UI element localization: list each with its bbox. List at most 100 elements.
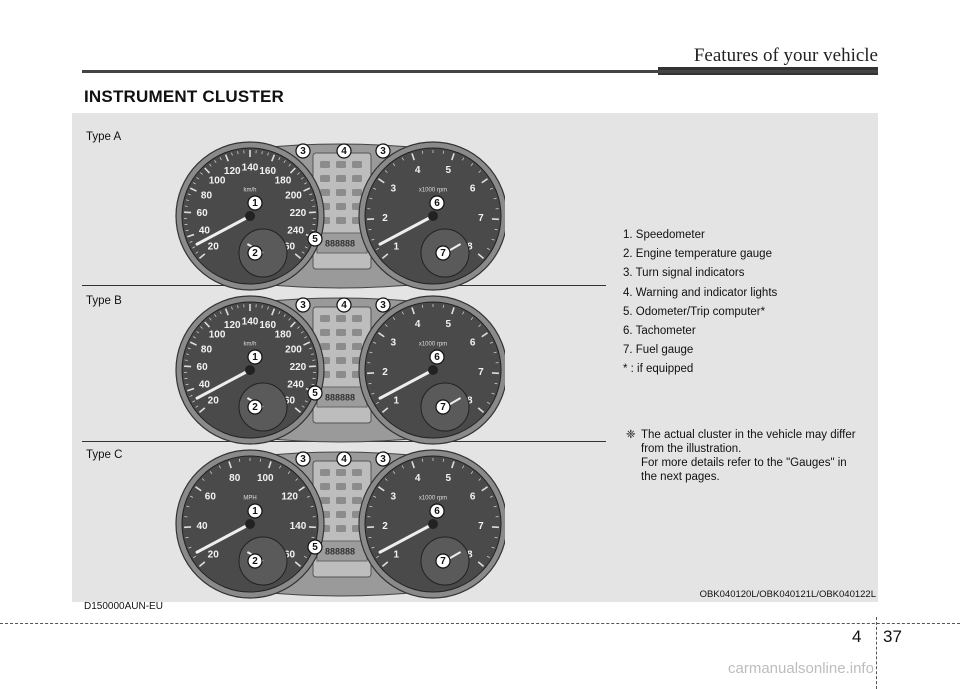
speedometer-tick-label: 80 bbox=[229, 473, 241, 484]
speedometer-tick bbox=[271, 308, 276, 316]
speedometer-tick bbox=[300, 331, 304, 334]
speedometer-tick-label: 100 bbox=[209, 176, 226, 187]
tachometer-tick bbox=[378, 332, 385, 338]
callout-odometer-number: 5 bbox=[312, 234, 318, 245]
tachometer-tick bbox=[381, 253, 389, 260]
callout-temp-number: 2 bbox=[252, 402, 258, 413]
speedometer-tick bbox=[271, 154, 276, 162]
callout-tachometer-number: 6 bbox=[434, 198, 440, 209]
callout-fuel-badge bbox=[435, 553, 451, 569]
warning-light-icon bbox=[320, 497, 330, 504]
callout-warning-badge bbox=[336, 451, 352, 467]
tachometer-tick bbox=[401, 157, 404, 161]
speedometer-tick bbox=[224, 308, 229, 316]
tachometer-unit: x1000 rpm bbox=[419, 496, 447, 502]
speedometer-tick-label: 40 bbox=[199, 380, 211, 391]
tachometer-tick bbox=[411, 461, 415, 469]
tachometer-tick bbox=[486, 247, 490, 251]
tachometer-unit: x1000 rpm bbox=[419, 342, 447, 348]
legend-list: 1. Speedometer 2. Engine temperature gau… bbox=[623, 226, 777, 380]
legend-item: 2. Engine temperature gauge bbox=[623, 248, 772, 261]
callout-warning-badge bbox=[336, 297, 352, 313]
speedometer-tick bbox=[195, 251, 199, 254]
speedometer-tick bbox=[297, 172, 300, 175]
tachometer-tick bbox=[368, 382, 372, 385]
speedometer-tick bbox=[187, 233, 195, 238]
speedometer-tick bbox=[187, 193, 191, 196]
tachometer-tick-label: 1 bbox=[393, 241, 399, 252]
speedometer-tick bbox=[287, 471, 291, 474]
callout-turn-left-number: 3 bbox=[300, 454, 306, 465]
callout-turn-right-number: 3 bbox=[380, 454, 386, 465]
speedometer-tick bbox=[237, 151, 239, 155]
speedometer-tick bbox=[261, 305, 263, 309]
speedometer-tick bbox=[219, 311, 222, 315]
tachometer-tick-label: 7 bbox=[478, 213, 484, 224]
warning-light-icon bbox=[336, 175, 346, 182]
tachometer-tick-label: 2 bbox=[382, 367, 388, 378]
watermark: carmanualsonline.info bbox=[728, 660, 874, 677]
callout-turn-left-badge bbox=[295, 297, 311, 313]
tachometer-tick bbox=[369, 197, 373, 200]
warning-light-icon bbox=[352, 189, 362, 196]
note-block: ❈ The actual cluster in the vehicle may … bbox=[626, 428, 881, 484]
warning-light-icon bbox=[336, 497, 346, 504]
speedometer-tick bbox=[214, 314, 217, 318]
tachometer-tick bbox=[477, 253, 485, 260]
speedometer-tick bbox=[295, 478, 299, 481]
speedometer-tick-label: 140 bbox=[290, 521, 307, 532]
tachometer-tick bbox=[481, 486, 488, 492]
tachometer-tick bbox=[477, 407, 485, 414]
speedometer-tick bbox=[185, 536, 189, 539]
speedometer-tick bbox=[209, 317, 212, 321]
tachometer-tick bbox=[381, 407, 389, 414]
tachometer-tick bbox=[494, 536, 498, 539]
tachometer-tick-label: 8 bbox=[467, 549, 473, 560]
tachometer-tick bbox=[384, 478, 388, 481]
callout-speedometer-number: 1 bbox=[252, 198, 258, 209]
speedometer-tick bbox=[303, 555, 307, 559]
page-divider bbox=[876, 617, 877, 689]
speedometer-tick bbox=[306, 495, 310, 498]
note-line: the next pages. bbox=[641, 471, 720, 483]
speedometer-tick bbox=[185, 229, 189, 232]
odometer-digits: 888888 bbox=[325, 238, 355, 248]
callout-turn-left-number: 3 bbox=[300, 146, 306, 157]
tachometer-tick bbox=[489, 187, 493, 190]
tachometer-tick bbox=[378, 178, 385, 184]
tachometer-tick bbox=[486, 555, 490, 559]
speedometer-tick bbox=[294, 253, 302, 260]
tachometer-tick bbox=[491, 392, 495, 395]
speedometer-tick-label: 160 bbox=[259, 166, 276, 177]
speedometer-tick bbox=[187, 347, 191, 350]
speedometer-needle bbox=[195, 214, 252, 246]
chapter-number: 4 bbox=[852, 627, 862, 646]
note-line: The actual cluster in the vehicle may di… bbox=[641, 429, 856, 441]
speedometer-tick bbox=[231, 306, 233, 310]
callout-tachometer-badge bbox=[429, 349, 445, 365]
warning-light-icon bbox=[336, 357, 346, 364]
speedometer-tick bbox=[289, 321, 296, 328]
warning-light-icon bbox=[320, 161, 330, 168]
legend-item: * : if equipped bbox=[623, 363, 694, 376]
callout-speedometer-number: 1 bbox=[252, 506, 258, 517]
type-a-label: Type A bbox=[86, 131, 122, 143]
speedometer-tick-label: 20 bbox=[208, 549, 220, 560]
callout-temp-badge bbox=[247, 245, 263, 261]
callout-odometer-number: 5 bbox=[312, 542, 318, 553]
speedometer-tick bbox=[185, 353, 190, 355]
tachometer-tick-label: 4 bbox=[415, 165, 421, 176]
callout-fuel-number: 7 bbox=[440, 402, 446, 413]
tachometer-tick bbox=[478, 324, 482, 327]
tachometer-tick bbox=[376, 247, 380, 251]
speedometer-tick bbox=[209, 471, 213, 474]
warning-light-icon bbox=[320, 189, 330, 196]
speedometer-tick bbox=[185, 383, 189, 386]
tachometer-tick bbox=[392, 317, 396, 320]
odometer-digits: 888888 bbox=[325, 546, 355, 556]
tachometer-tick bbox=[462, 311, 465, 315]
speedometer-tick bbox=[267, 152, 269, 156]
